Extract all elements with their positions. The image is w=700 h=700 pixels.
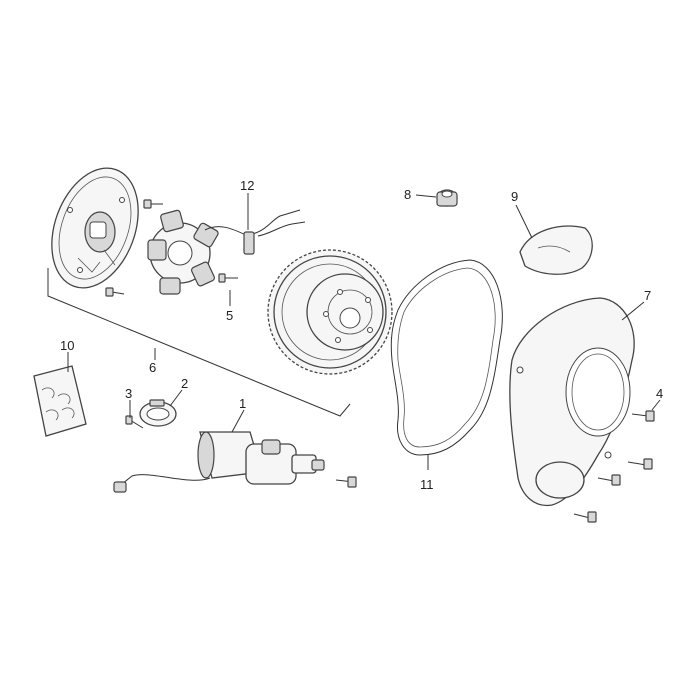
leader-lines bbox=[67, 193, 661, 470]
plate-screw-top bbox=[143, 199, 163, 209]
screw-5 bbox=[218, 273, 238, 283]
kit-bracket-6 bbox=[47, 268, 351, 417]
cover-screw-3 bbox=[597, 474, 621, 486]
callout-8: 8 bbox=[404, 187, 411, 202]
cover-screw-1 bbox=[631, 410, 655, 422]
callout-10: 10 bbox=[60, 338, 74, 353]
cover-gasket-11 bbox=[390, 259, 503, 456]
plate-screw-bottom bbox=[105, 287, 125, 297]
callout-9: 9 bbox=[511, 189, 518, 204]
decal-sheet-10 bbox=[33, 365, 87, 437]
callout-7: 7 bbox=[644, 288, 651, 303]
callout-11: 11 bbox=[420, 477, 434, 492]
callout-4: 4 bbox=[656, 386, 663, 401]
stator-plate bbox=[51, 167, 139, 289]
cover-screw-4 bbox=[573, 511, 597, 523]
flywheel bbox=[267, 249, 393, 375]
callout-6: 6 bbox=[149, 360, 156, 375]
callout-3: 3 bbox=[125, 386, 132, 401]
cap-9 bbox=[519, 225, 593, 275]
callout-1: 1 bbox=[239, 396, 246, 411]
starter-screw bbox=[335, 476, 357, 488]
clamp-2 bbox=[139, 399, 177, 427]
callout-2: 2 bbox=[181, 376, 188, 391]
stator-coil-assembly bbox=[147, 209, 306, 295]
callout-5: 5 bbox=[226, 308, 233, 323]
cover-screw-2 bbox=[627, 458, 653, 470]
callouts: 1 2 3 4 5 6 7 8 9 10 11 12 bbox=[60, 178, 663, 492]
side-cover-7 bbox=[509, 297, 635, 507]
starter-motor bbox=[113, 431, 325, 493]
callout-12: 12 bbox=[240, 178, 254, 193]
spacer-8 bbox=[436, 189, 458, 207]
